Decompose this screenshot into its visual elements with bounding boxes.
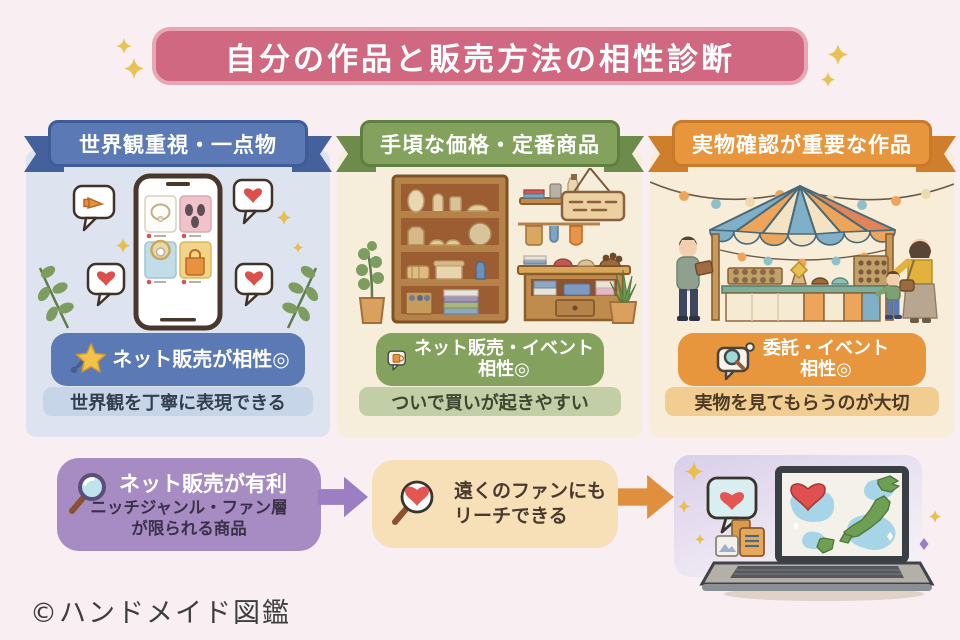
caption-label: ついで買いが起きやすい — [391, 392, 589, 414]
advantage-title: ネット販売が有利 — [119, 472, 287, 496]
shop-shelf-illustration — [338, 167, 642, 333]
heart-bubble-icon — [86, 262, 126, 307]
flow-arrow-orange — [618, 473, 674, 521]
badge-label-line2: 相性◎ — [800, 358, 852, 380]
heart-magnifier-icon — [392, 480, 434, 525]
magnifier-icon — [69, 473, 106, 514]
star-wand-icon — [71, 342, 107, 373]
column-banner-label: 手頃な価格・定番商品 — [380, 132, 600, 157]
column-affordable: 手頃な価格・定番商品 ネット販売・イベント 相性◎ ついで買いが起きやすい — [336, 120, 644, 438]
column-banner: 手頃な価格・定番商品 — [336, 120, 644, 182]
smartphone-shop-illustration — [26, 168, 330, 333]
caption-strip: ついで買いが起きやすい — [359, 387, 621, 416]
child-figure — [875, 271, 902, 319]
column-banner-label: 実物確認が重要な作品 — [692, 132, 912, 157]
advantage-desc-line1: ニッチジャンル・ファン層 — [90, 498, 288, 517]
compatibility-badge: 委託・イベント 相性◎ — [678, 333, 926, 386]
heart-bubble-icon — [232, 178, 274, 225]
heart-bubble-icon — [234, 262, 274, 307]
compatibility-badge: ネット販売が相性◎ — [51, 333, 305, 386]
sparkle-icon — [116, 38, 144, 79]
caption-strip: 世界観を丁寧に表現できる — [43, 387, 313, 416]
column-in-person: 実物確認が重要な作品 委託・イベント 相性◎ 実物を見てもらうのが大切 — [648, 120, 956, 438]
flow-arrow-purple — [318, 475, 368, 519]
badge-label-line1: 委託・イベント — [763, 338, 889, 360]
badge-label-line2: 相性◎ — [478, 358, 530, 380]
reach-box: 遠くのファンにも リーチできる — [372, 460, 618, 548]
customer-figure — [888, 238, 938, 323]
speech-bubble-mug-icon — [387, 350, 406, 371]
compatibility-badge: ネット販売・イベント 相性◎ — [376, 333, 604, 386]
title-banner: 自分の作品と販売方法の相性診断 — [152, 27, 808, 85]
speech-bubble-magnifier-icon — [716, 341, 755, 380]
caption-label: 実物を見てもらうのが大切 — [694, 392, 910, 414]
badge-label: ネット販売が相性◎ — [112, 347, 290, 372]
reach-line2: リーチできる — [454, 505, 568, 527]
badge-label-line1: ネット販売・イベント — [414, 338, 594, 360]
laptop-japan-illustration — [678, 462, 941, 601]
reach-line1: 遠くのファンにも — [454, 480, 607, 503]
heart-bubble-icon — [706, 476, 758, 534]
column-banner: 実物確認が重要な作品 — [648, 120, 956, 182]
heart-bubble-icon — [72, 184, 116, 232]
copyright-text: ©ハンドメイド図鑑 — [30, 598, 291, 629]
caption-label: 世界観を丁寧に表現できる — [70, 392, 286, 414]
page-title: 自分の作品と販売方法の相性診断 — [225, 41, 735, 78]
caption-strip: 実物を見てもらうのが大切 — [665, 387, 939, 416]
seller-figure — [676, 236, 714, 321]
sparkle-icon — [821, 44, 848, 87]
advantage-desc-line2: が限られる商品 — [131, 518, 247, 538]
market-stall-illustration — [649, 168, 955, 333]
column-banner-label: 世界観重視・一点物 — [79, 132, 277, 157]
net-advantage-box: ネット販売が有利 ニッチジャンル・ファン層 が限られる商品 — [57, 458, 321, 551]
column-banner: 世界観重視・一点物 — [24, 120, 332, 182]
column-net-sales: 世界観重視・一点物 ネット販売が相性◎ 世界観を丁寧に表現できる — [24, 120, 332, 438]
hanging-sign — [560, 167, 626, 222]
